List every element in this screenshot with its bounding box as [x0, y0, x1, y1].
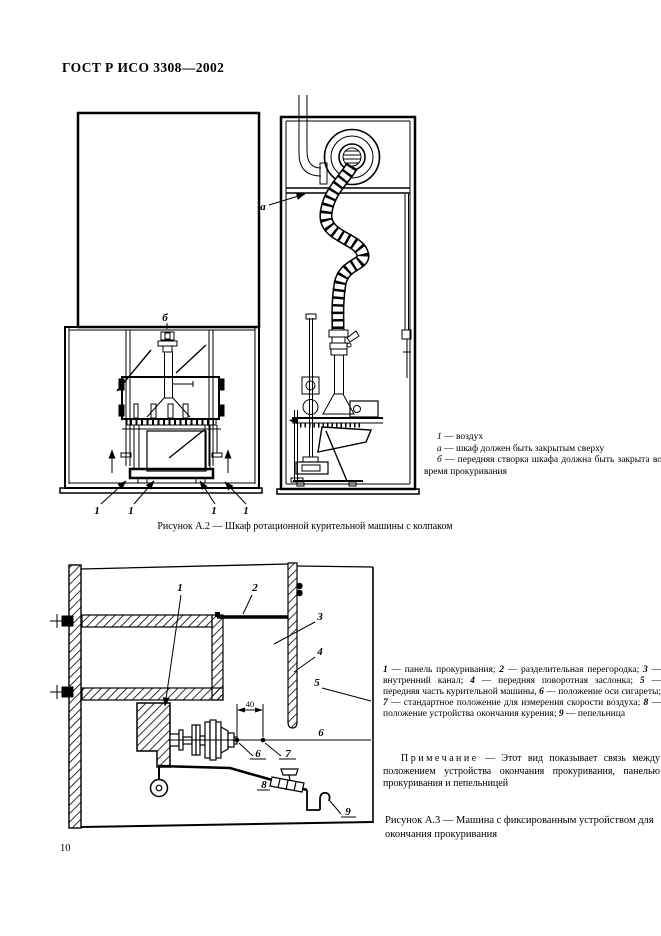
legend-text: — стандартное положение для измерения ск…	[391, 698, 641, 709]
cabinet-side-view	[276, 115, 420, 495]
ashtray-arm	[157, 764, 331, 811]
cabinet-lower-section	[59, 326, 263, 494]
note-key: а	[437, 443, 442, 454]
dimension-40: 40	[236, 699, 264, 737]
legend-text: — внутренний канал;	[383, 664, 661, 686]
legend-text: — передняя часть курительной машины,	[383, 675, 661, 697]
legend-num: 3	[643, 664, 648, 675]
legend-num: 8	[643, 698, 649, 709]
flex-hose	[319, 162, 370, 331]
cabinet-front-door: б	[76, 111, 261, 329]
lab-stand-side	[289, 313, 383, 487]
legend-text: — положение оси сигареты;	[546, 686, 661, 697]
legend-text: — пепельница	[566, 709, 626, 720]
figure-a3-caption: Рисунок А.3 — Машина с фиксированным уст…	[385, 815, 654, 840]
smoking-panel-block	[136, 702, 171, 768]
standard-title: ГОСТ Р ИСО 3308—2002	[62, 60, 225, 75]
legend-num: 7	[383, 698, 388, 709]
label-9: 9	[345, 806, 351, 818]
legend-text: — положение устройства окончания курения…	[383, 698, 661, 720]
inner-channel-walls	[81, 614, 224, 701]
page-number: 10	[60, 843, 71, 854]
front-flap	[287, 562, 303, 729]
wall-bolts	[50, 614, 74, 699]
legend-text: — передняя поворотная заслонка;	[481, 675, 634, 686]
label-b: б	[162, 312, 168, 324]
label-1: 1	[243, 505, 249, 517]
panel-roller	[149, 767, 169, 798]
label-3: 3	[316, 611, 323, 623]
air-duct	[401, 194, 412, 378]
legend-num: 1	[383, 664, 388, 675]
label-8: 8	[261, 779, 267, 791]
airflow-arrows	[108, 449, 232, 473]
figure-borders	[68, 563, 374, 829]
label-6-axis: 6	[318, 727, 324, 739]
label-7: 7	[285, 748, 291, 760]
note-line: б — передняя створка шкафа должна быть з…	[424, 455, 661, 478]
note-text: — воздух	[444, 432, 484, 442]
figure-a3-legend: 1 — панель прокуривания; 2 — разделитель…	[383, 665, 661, 721]
label-2: 2	[251, 582, 258, 594]
label-4: 4	[316, 646, 323, 658]
fan-icon	[323, 128, 381, 186]
legend-text: — разделительная перегородка;	[507, 664, 640, 675]
note-body: — Этот вид показывает связь между положе…	[383, 753, 660, 789]
smoking-machine-front	[116, 331, 225, 484]
legend-num: 6	[539, 686, 544, 697]
figure-a3-drawing: 40 1 2 3 4 5 6 6 7 8	[50, 562, 374, 829]
note-text: — шкаф должен быть закрытым сверху	[444, 443, 605, 454]
figure-a2-notes: 1 — воздух а — шкаф должен быть закрытым…	[424, 432, 661, 478]
exhaust-pipe	[298, 95, 328, 185]
note-line: 1 — воздух	[424, 432, 661, 444]
note-key: 1	[437, 432, 442, 442]
cigarette-axis	[168, 737, 371, 743]
termination-device	[269, 768, 305, 793]
note-text: — передняя створка шкафа должна быть зак…	[424, 455, 661, 477]
label-5: 5	[314, 677, 320, 689]
legend-num: 5	[639, 675, 645, 686]
legend-num: 9	[558, 709, 564, 720]
figure-a2-drawing: б	[59, 95, 420, 517]
legend-num: 4	[470, 675, 475, 686]
label-1: 1	[177, 582, 183, 594]
figure-a3-labels: 1 2 3 4 5 6 6 7 8 9	[162, 582, 372, 818]
figure-a3-note: Примечание — Этот вид показывает связь м…	[383, 753, 660, 791]
label-1: 1	[128, 505, 134, 517]
air-labels: 1 1 1 1	[94, 480, 249, 517]
note-label: Примечание	[401, 753, 479, 764]
note-line: а — шкаф должен быть закрытым сверху	[424, 444, 661, 456]
legend-text: — панель прокуривания;	[391, 664, 496, 675]
dividing-partition	[215, 612, 288, 619]
figure-a2-caption: Рисунок А.2 — Шкаф ротационной курительн…	[157, 521, 453, 532]
label-1: 1	[94, 505, 100, 517]
ashtray-hook	[319, 791, 331, 810]
label-6-point: 6	[255, 748, 261, 760]
dimension-label: 40	[246, 699, 255, 709]
legend-num: 2	[499, 664, 505, 675]
label-a: а	[260, 201, 266, 213]
label-1: 1	[211, 505, 217, 517]
label-a-group: а	[260, 193, 306, 213]
note-key: б	[437, 455, 442, 466]
